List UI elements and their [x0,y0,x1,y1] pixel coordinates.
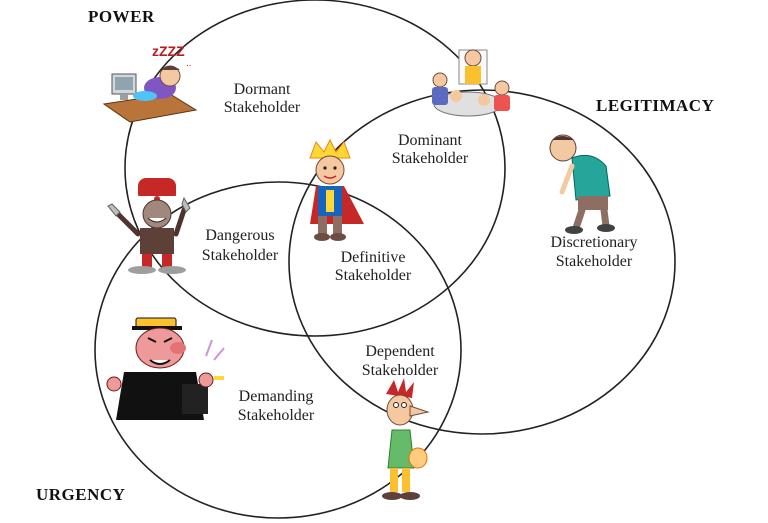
svg-text:Stakeholder: Stakeholder [392,150,469,167]
power-label: POWER [88,7,155,26]
svg-text:Stakeholder: Stakeholder [238,407,315,424]
svg-text:Demanding: Demanding [239,388,314,405]
svg-text:Dependent: Dependent [365,343,435,360]
svg-text:Discretionary: Discretionary [550,234,637,251]
dormant-sleeping-figure-icon: zZZZ .. [102,43,198,123]
legitimacy-circle [288,89,676,435]
svg-text:Stakeholder: Stakeholder [362,362,439,379]
demanding-stakeholder-label: Demanding Stakeholder [238,388,315,424]
dangerous-warrior-figure-icon [107,178,191,274]
svg-text:zZZZ: zZZZ [152,43,185,59]
definitive-stakeholder-label: Definitive Stakeholder [335,249,412,284]
urgency-circle [94,181,462,519]
discretionary-stakeholder-label: Discretionary Stakeholder [550,234,637,270]
svg-text:Definitive: Definitive [341,249,406,266]
svg-text:..: .. [186,58,192,69]
demanding-angry-figure-icon [106,317,225,420]
svg-text:Dominant: Dominant [398,132,463,149]
discretionary-tired-figure-icon [549,134,615,234]
definitive-king-figure-icon [309,138,364,241]
dependent-worried-figure-icon [382,378,430,500]
svg-text:Dormant: Dormant [234,81,291,98]
svg-text:Stakeholder: Stakeholder [224,99,301,116]
legitimacy-label: LEGITIMACY [596,96,714,115]
dangerous-stakeholder-label: Dangerous Stakeholder [202,227,279,264]
dominant-meeting-group-icon [432,49,510,117]
svg-text:Stakeholder: Stakeholder [202,247,279,264]
dominant-stakeholder-label: Dominant Stakeholder [392,132,469,167]
dormant-stakeholder-label: Dormant Stakeholder [224,81,301,116]
urgency-label: URGENCY [36,485,125,504]
svg-text:Dangerous: Dangerous [205,227,274,244]
svg-text:Stakeholder: Stakeholder [556,253,633,270]
dependent-stakeholder-label: Dependent Stakeholder [362,343,439,379]
power-circle [124,0,506,337]
svg-text:Stakeholder: Stakeholder [335,267,412,284]
